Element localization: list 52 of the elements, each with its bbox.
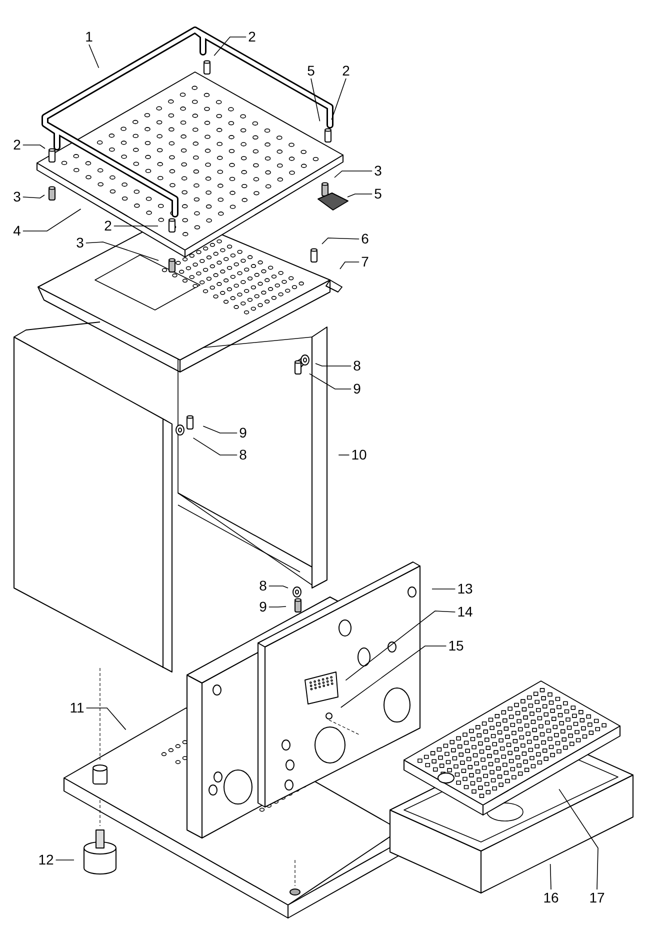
callout-number: 6 xyxy=(361,232,369,246)
callout-number: 3 xyxy=(13,190,21,204)
callout-number: 3 xyxy=(76,236,84,250)
leader-line xyxy=(268,606,286,608)
callout-number: 5 xyxy=(374,186,382,202)
leader-line xyxy=(86,708,126,730)
leader-line xyxy=(309,373,352,390)
callout-number: 4 xyxy=(13,224,21,238)
callout-number: 2 xyxy=(13,138,21,152)
leader-line xyxy=(214,36,246,56)
callout-number: 9 xyxy=(239,426,247,440)
callout-number: 14 xyxy=(457,604,473,620)
leader-line xyxy=(340,646,447,708)
leader-line xyxy=(322,238,360,244)
callout-number: 12 xyxy=(38,852,54,868)
leader-line xyxy=(338,454,350,456)
leader-line xyxy=(22,208,82,232)
callout-number: 1 xyxy=(85,30,93,44)
callout-number: 9 xyxy=(353,382,361,396)
callout-number: 3 xyxy=(374,164,382,178)
leader-line xyxy=(192,438,238,456)
leader-line xyxy=(22,144,46,149)
callout-number: 2 xyxy=(342,64,350,78)
callout-number: 15 xyxy=(448,638,464,654)
leader-line xyxy=(340,262,360,270)
callout-number: 8 xyxy=(353,358,361,374)
leader-line xyxy=(310,78,320,122)
leader-line xyxy=(334,170,372,178)
callout-number: 10 xyxy=(351,448,367,462)
callout-number: 17 xyxy=(589,890,605,906)
leader-line xyxy=(88,44,100,68)
callout-number: 2 xyxy=(104,218,112,234)
callout-number: 11 xyxy=(70,700,84,716)
leader-line xyxy=(202,426,238,434)
leader-line xyxy=(315,363,352,366)
callout-number: 13 xyxy=(457,582,473,596)
leader-line xyxy=(550,864,552,890)
leader-line xyxy=(347,194,372,198)
callout-number: 7 xyxy=(361,254,369,270)
callout-number: 9 xyxy=(259,600,267,614)
leader-line xyxy=(558,788,598,890)
leader-line xyxy=(22,194,45,198)
callout-number: 2 xyxy=(248,30,256,44)
leader-line xyxy=(268,586,288,588)
callout-number: 8 xyxy=(259,578,267,594)
callout-number: 8 xyxy=(239,448,247,462)
callout-number: 5 xyxy=(307,64,315,78)
leader-line xyxy=(86,242,159,261)
leader-line xyxy=(345,610,456,681)
leader-line xyxy=(331,78,346,120)
leader-line xyxy=(432,588,456,590)
callout-number: 16 xyxy=(543,890,559,906)
